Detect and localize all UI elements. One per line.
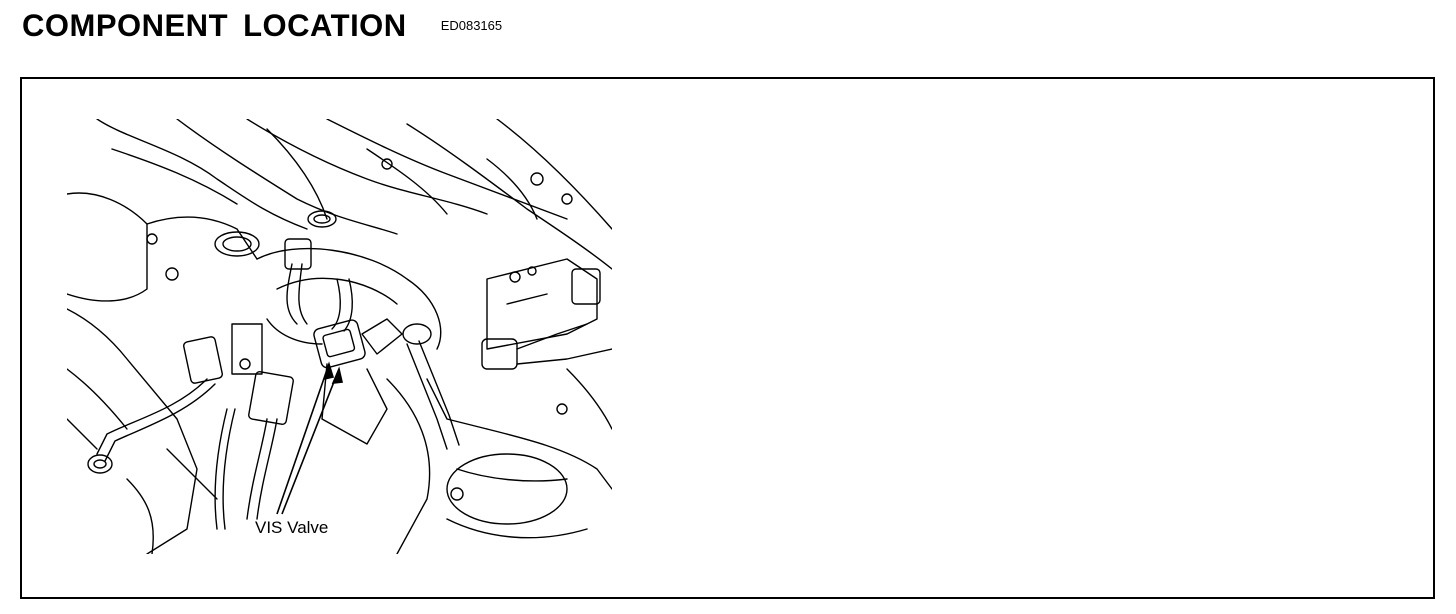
- page-title: COMPONENT LOCATION: [22, 7, 407, 44]
- engine-illustration: VIS Valve: [67, 119, 612, 554]
- document-code: ED083165: [440, 18, 503, 33]
- page-header: COMPONENT LOCATION ED083165: [22, 8, 502, 48]
- vis-valve-callout: VIS Valve: [255, 518, 328, 537]
- figure-frame: VIS Valve: [20, 77, 1435, 599]
